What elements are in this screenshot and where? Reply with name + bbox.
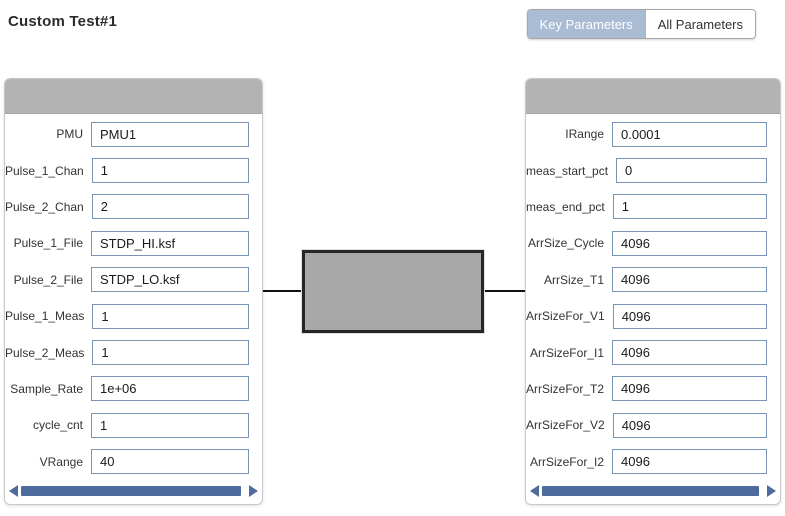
param-row: ArrSize_T1 xyxy=(526,267,780,293)
param-input-Pulse_2_File[interactable] xyxy=(91,267,249,293)
param-row: Pulse_1_File xyxy=(5,230,262,256)
param-label-Pulse_1_Meas: Pulse_1_Meas xyxy=(5,309,85,324)
left-panel-rows: PMU Pulse_1_ChanPulse_2_ChanPulse_1_FileP… xyxy=(5,114,262,480)
page-title: Custom Test#1 xyxy=(8,13,118,30)
param-input-PMU[interactable] xyxy=(91,121,249,147)
connector-line-right xyxy=(484,290,525,292)
param-input-ArrSizeFor_V1[interactable] xyxy=(612,303,767,329)
param-input-ArrSizeFor_T2[interactable] xyxy=(612,376,767,402)
scroll-thumb[interactable] xyxy=(542,486,760,496)
param-label-IRange: IRange xyxy=(565,127,604,142)
param-label-Sample_Rate: Sample_Rate xyxy=(10,381,83,396)
param-row: Pulse_1_Meas xyxy=(5,303,262,329)
param-input-cycle_cnt[interactable] xyxy=(91,412,249,438)
scroll-right-arrow-icon[interactable] xyxy=(249,485,258,497)
param-row: Pulse_2_Chan xyxy=(5,194,262,220)
key-parameters-button[interactable]: Key Parameters xyxy=(527,10,645,38)
param-row: Sample_Rate xyxy=(5,376,262,402)
param-label-ArrSizeFor_V2: ArrSizeFor_V2 xyxy=(526,418,605,433)
device-under-test[interactable] xyxy=(302,250,484,333)
param-label-ArrSizeFor_I1: ArrSizeFor_I1 xyxy=(529,345,604,360)
param-row: meas_end_pct xyxy=(526,194,780,220)
param-input-Sample_Rate[interactable] xyxy=(91,376,249,402)
param-label-ArrSize_Cycle: ArrSize_Cycle xyxy=(527,236,604,251)
param-label-Pulse_2_File: Pulse_2_File xyxy=(13,272,83,287)
param-label-PMU: PMU xyxy=(56,127,83,142)
right-panel-horizontal-scrollbar[interactable] xyxy=(530,485,776,497)
param-input-ArrSize_T1[interactable] xyxy=(612,267,767,293)
param-label-meas_end_pct: meas_end_pct xyxy=(526,199,605,214)
param-row: Pulse_2_File xyxy=(5,267,262,293)
left-parameter-panel: PMU Pulse_1_ChanPulse_2_ChanPulse_1_FileP… xyxy=(4,78,263,505)
right-parameter-panel: IRange meas_start_pct meas_end_pctArrSize_… xyxy=(525,78,781,505)
param-row: ArrSize_Cycle xyxy=(526,230,780,256)
param-row: VRange xyxy=(5,449,262,475)
param-input-Pulse_2_Chan[interactable] xyxy=(91,194,249,220)
param-input-ArrSizeFor_I2[interactable] xyxy=(612,449,767,475)
param-row: Pulse_1_Chan xyxy=(5,158,262,184)
param-label-Pulse_2_Meas: Pulse_2_Meas xyxy=(5,345,85,360)
param-label-Pulse_1_Chan: Pulse_1_Chan xyxy=(5,163,84,178)
left-panel-horizontal-scrollbar[interactable] xyxy=(9,485,258,497)
param-row: cycle_cnt xyxy=(5,412,262,438)
param-input-meas_start_pct[interactable] xyxy=(616,158,767,184)
param-label-ArrSizeFor_T2: ArrSizeFor_T2 xyxy=(526,381,605,396)
scroll-thumb[interactable] xyxy=(21,486,242,496)
param-input-VRange[interactable] xyxy=(91,449,249,475)
param-label-Pulse_2_Chan: Pulse_2_Chan xyxy=(5,199,84,214)
param-input-Pulse_1_Chan[interactable] xyxy=(91,158,249,184)
param-row: meas_start_pct xyxy=(526,158,780,184)
left-panel-header xyxy=(5,79,262,114)
param-input-meas_end_pct[interactable] xyxy=(612,194,767,220)
scroll-track[interactable] xyxy=(20,485,247,497)
param-label-cycle_cnt: cycle_cnt xyxy=(32,418,83,433)
param-row: ArrSizeFor_T2 xyxy=(526,376,780,402)
param-label-ArrSize_T1: ArrSize_T1 xyxy=(543,272,604,287)
param-label-ArrSizeFor_V1: ArrSizeFor_V1 xyxy=(526,309,605,324)
param-input-Pulse_2_Meas[interactable] xyxy=(92,340,249,366)
scroll-right-arrow-icon[interactable] xyxy=(767,485,776,497)
param-label-Pulse_1_File: Pulse_1_File xyxy=(13,236,83,251)
scroll-left-arrow-icon[interactable] xyxy=(9,485,18,497)
param-row: ArrSizeFor_V2 xyxy=(526,412,780,438)
param-label-VRange: VRange xyxy=(39,454,83,469)
param-row: IRange xyxy=(526,121,780,147)
param-row: Pulse_2_Meas xyxy=(5,340,262,366)
param-input-Pulse_1_File[interactable] xyxy=(91,230,249,256)
param-row: ArrSizeFor_V1 xyxy=(526,303,780,329)
param-input-ArrSizeFor_I1[interactable] xyxy=(612,340,767,366)
right-panel-header xyxy=(526,79,780,114)
scroll-track[interactable] xyxy=(541,485,765,497)
param-row: ArrSizeFor_I2 xyxy=(526,449,780,475)
param-label-ArrSizeFor_I2: ArrSizeFor_I2 xyxy=(529,454,604,469)
param-row: PMU xyxy=(5,121,262,147)
param-label-meas_start_pct: meas_start_pct xyxy=(526,163,609,178)
connector-line-left xyxy=(263,290,302,292)
right-panel-rows: IRange meas_start_pct meas_end_pctArrSize_… xyxy=(526,114,780,480)
param-input-IRange[interactable] xyxy=(612,121,767,147)
scroll-left-arrow-icon[interactable] xyxy=(530,485,539,497)
param-input-Pulse_1_Meas[interactable] xyxy=(92,303,249,329)
parameter-view-toggle: Key Parameters All Parameters xyxy=(526,9,756,39)
param-input-ArrSize_Cycle[interactable] xyxy=(612,230,767,256)
param-row: ArrSizeFor_I1 xyxy=(526,340,780,366)
all-parameters-button[interactable]: All Parameters xyxy=(644,10,755,38)
param-input-ArrSizeFor_V2[interactable] xyxy=(612,412,767,438)
